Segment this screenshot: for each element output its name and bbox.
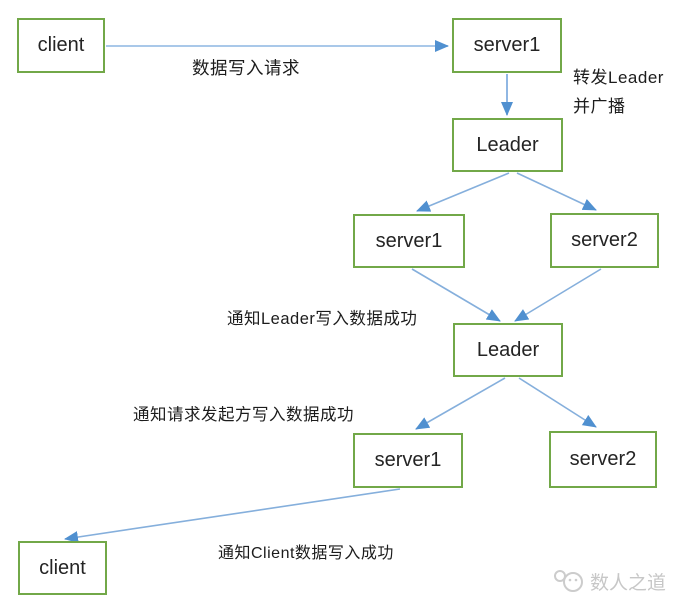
label-forward-leader-line2: 并广播	[573, 97, 626, 116]
node-leader-1: Leader	[452, 118, 563, 172]
arrow-leader1-to-server2mid	[516, 172, 597, 211]
node-leader-2: Leader	[453, 323, 563, 377]
label-notify-client: 通知Client数据写入成功	[218, 545, 394, 562]
node-client-top: client	[17, 18, 105, 73]
label-write-request: 数据写入请求	[192, 58, 300, 78]
arrow-leader2-to-server1bottom	[415, 377, 506, 430]
arrow-server1mid-to-leader2	[411, 268, 501, 322]
arrow-server2mid-to-leader2	[514, 268, 602, 322]
watermark-logo-icon	[554, 570, 583, 592]
node-client-bottom: client	[18, 541, 107, 595]
node-server1-mid: server1	[353, 214, 465, 268]
node-server2-bottom: server2	[549, 431, 657, 488]
label-notify-requester: 通知请求发起方写入数据成功	[133, 406, 354, 424]
arrow-leader2-to-server2bottom	[518, 377, 597, 428]
arrow-server1bottom-to-client	[64, 488, 401, 544]
watermark-text: 数人之道	[590, 572, 667, 594]
arrow-leader1-to-server1mid	[416, 172, 510, 212]
watermark: 数人之道	[552, 567, 666, 595]
node-server1-bottom: server1	[353, 433, 463, 488]
label-notify-leader: 通知Leader写入数据成功	[227, 310, 418, 328]
label-forward-leader-line1: 转发Leader	[573, 68, 664, 87]
node-server1-top: server1	[452, 18, 562, 73]
node-server2-mid: server2	[550, 213, 659, 268]
